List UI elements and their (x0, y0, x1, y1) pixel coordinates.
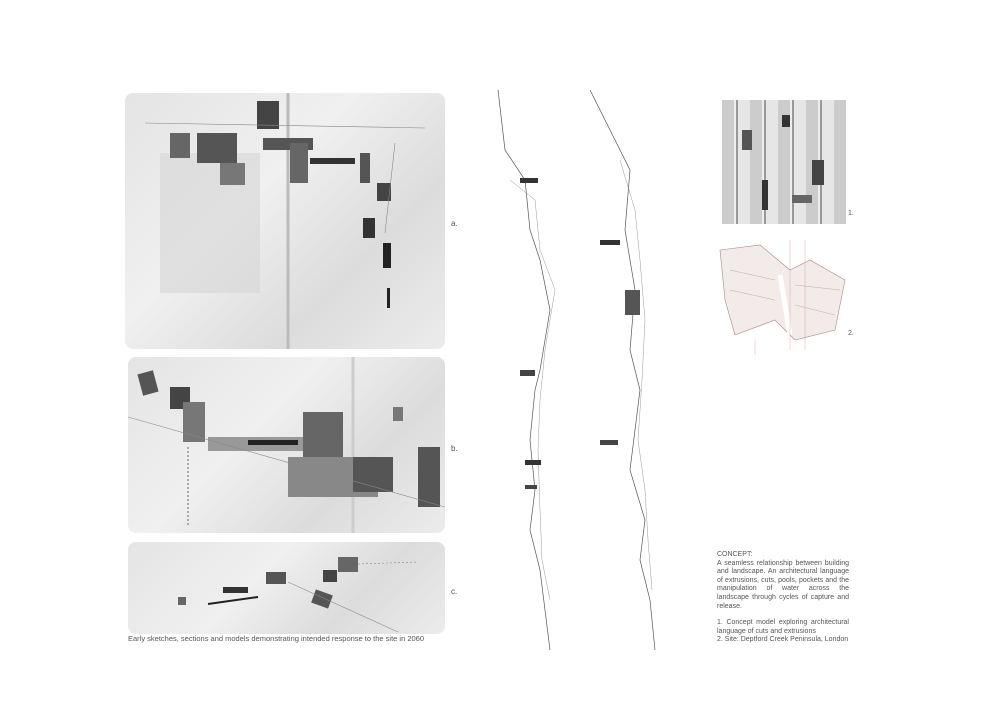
concept-text-block: CONCEPT: A seamless relationship between… (717, 551, 849, 645)
concept-model-detail (742, 115, 824, 210)
sketch-panel-a (125, 93, 445, 349)
model-drawing-c (178, 557, 419, 633)
panel-label-b: b. (451, 444, 458, 453)
figure-label-1: 1. (848, 210, 854, 217)
model-panel-c (128, 542, 445, 634)
figure-label-2: 2. (848, 330, 854, 337)
concept-heading: CONCEPT: (717, 551, 753, 558)
panel-label-c: c. (451, 587, 458, 596)
site-map-deptford (719, 240, 846, 355)
concept-note-1: 1. Concept model exploring architectural… (717, 619, 849, 635)
sketches-caption: Early sketches, sections and models demo… (128, 634, 425, 643)
sketch-drawing-a (144, 93, 426, 349)
concept-note-2: 2. Site: Deptford Creek Peninsula, Londo… (717, 636, 849, 644)
section-drawing-1 (497, 90, 556, 650)
sketch-panel-b (128, 357, 445, 533)
sketch-drawing-b (128, 357, 445, 533)
panel-label-a: a. (451, 219, 458, 228)
concept-model-image (722, 100, 846, 224)
concept-body: A seamless relationship between building… (717, 559, 849, 610)
section-drawing-2 (590, 90, 656, 650)
